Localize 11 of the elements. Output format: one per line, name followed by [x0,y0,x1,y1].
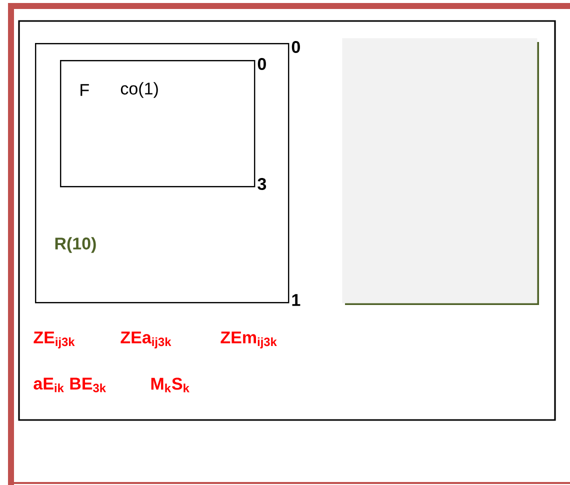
node-label: 1 [292,294,300,306]
symbol-label: ZE$_{ij3k}$ [34,332,75,348]
node-label: 3 [258,178,266,190]
panel [342,38,539,305]
symbol-label: M$_{k}$S$_{k}$ [151,378,190,392]
box: F co(1) 0 3 [60,58,266,190]
symbol-label: aE$_{ik}$ BE$_{3k}$ [34,378,106,392]
symbol-label: ZEm$_{ij3k}$ [220,332,277,348]
node-label: 0 [292,40,300,54]
symbol-label: ZEa$_{ij3k}$ [120,332,172,348]
node-label: 0 [258,58,266,70]
